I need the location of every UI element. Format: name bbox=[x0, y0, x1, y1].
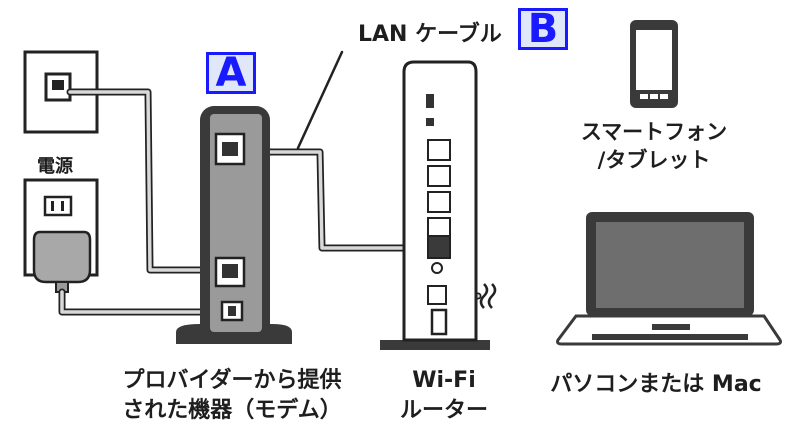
router-label: Wi-Fi ルーター bbox=[394, 366, 494, 426]
lan-cable-label: LAN ケーブル bbox=[358, 22, 502, 47]
computer-label: パソコンまたは Mac bbox=[550, 372, 762, 397]
modem-badge: A bbox=[206, 50, 256, 96]
power-label: 電源 bbox=[37, 156, 73, 177]
laptop-icon bbox=[556, 212, 782, 346]
router-icon bbox=[380, 60, 490, 350]
modem-icon bbox=[176, 106, 292, 344]
wifi-signal-icon bbox=[479, 283, 497, 309]
modem-label-line2: された機器（モデム） bbox=[122, 398, 342, 423]
smartphone-label-line1: スマートフォン bbox=[580, 120, 728, 144]
cables bbox=[58, 50, 482, 316]
router-label-line2: ルーター bbox=[399, 398, 488, 423]
modem-label-line1: プロバイダーから提供 bbox=[122, 368, 342, 393]
smartphone-label: スマートフォン /タブレット bbox=[562, 118, 746, 174]
router-badge: B bbox=[518, 6, 568, 52]
ac-adapter-icon bbox=[32, 230, 92, 293]
smartphone-label-line2: /タブレット bbox=[597, 148, 711, 172]
modem-label: プロバイダーから提供 された機器（モデム） bbox=[96, 366, 368, 426]
router-label-line1: Wi-Fi bbox=[412, 368, 476, 393]
smartphone-icon bbox=[630, 20, 678, 108]
